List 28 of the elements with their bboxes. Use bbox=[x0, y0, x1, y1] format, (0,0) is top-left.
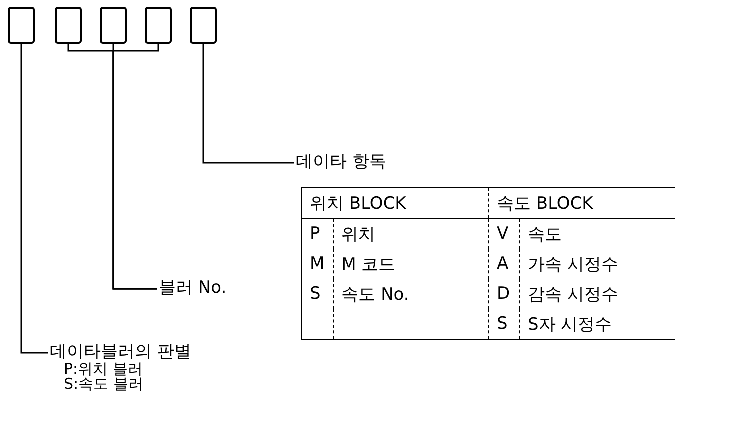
description-text: 데이타 항독 bbox=[296, 153, 386, 172]
item-name: 속도 bbox=[520, 218, 675, 249]
option-text: P:위치 블러 bbox=[63, 362, 144, 377]
code-letter: S bbox=[488, 309, 520, 340]
item-name: M 코드 bbox=[333, 249, 488, 279]
item-name: 가속 시정수 bbox=[520, 249, 675, 279]
code-letter: S bbox=[302, 279, 334, 309]
code-letter: D bbox=[488, 279, 520, 309]
item-name: 속도 No. bbox=[333, 279, 488, 309]
code-letter: P bbox=[302, 218, 334, 249]
table-header: 속도 BLOCK bbox=[488, 188, 675, 218]
code-letter: M bbox=[302, 249, 334, 279]
code-letter: A bbox=[488, 249, 520, 279]
item-name: 감속 시정수 bbox=[520, 279, 675, 309]
code-letter: V bbox=[488, 218, 520, 249]
item-name: S자 시정수 bbox=[520, 309, 675, 340]
data-digit-box bbox=[8, 7, 35, 44]
data-digit-box bbox=[145, 7, 172, 44]
data-digit-box bbox=[100, 7, 127, 44]
data-digit-box bbox=[190, 7, 217, 44]
data-digit-box bbox=[55, 7, 82, 44]
description-text: 데이타블러의 판별 bbox=[50, 343, 192, 362]
leader-line bbox=[202, 44, 294, 164]
option-text: S:속도 블러 bbox=[63, 377, 144, 392]
description-text: 블러 No. bbox=[159, 279, 227, 298]
table-header: 위치 BLOCK bbox=[302, 188, 488, 218]
item-name: 위치 bbox=[333, 218, 488, 249]
leader-line bbox=[20, 44, 48, 354]
